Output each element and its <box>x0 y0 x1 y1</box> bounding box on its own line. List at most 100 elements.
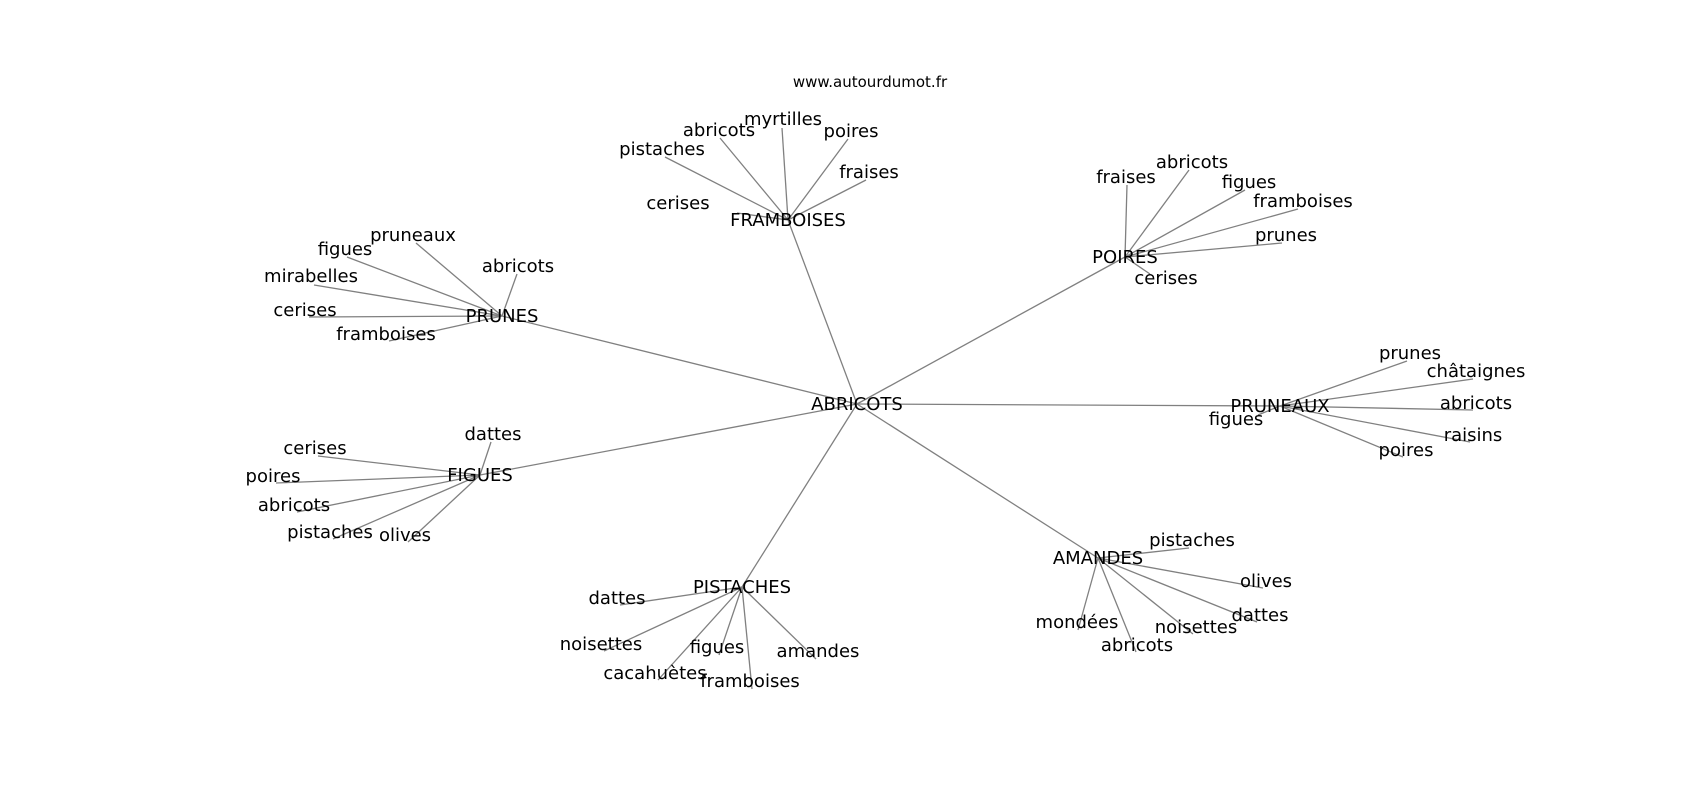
edge-prunes-abricots <box>501 273 518 317</box>
leaf-node-pistaches-dattes[interactable]: dattes <box>588 588 645 609</box>
edge-figues-dattes <box>479 441 492 476</box>
edge-pruneaux-abricots <box>1279 405 1474 411</box>
edge-figues-olives <box>407 474 481 543</box>
edge-figues-poires <box>275 474 481 484</box>
leaf-node-framboises-pistaches[interactable]: pistaches <box>619 139 705 160</box>
hub-node-pistaches[interactable]: PISTACHES <box>693 577 791 598</box>
leaf-node-pistaches-cacahuetes[interactable]: cacahuètes <box>603 663 706 684</box>
edge-prunes-figues <box>346 256 503 317</box>
leaf-node-framboises-abricots[interactable]: abricots <box>683 120 755 141</box>
leaf-node-framboises-myrtilles[interactable]: myrtilles <box>744 109 822 130</box>
edge-amandes-dattes <box>1097 557 1258 623</box>
leaf-node-amandes-mondees[interactable]: mondées <box>1036 612 1119 633</box>
leaf-node-prunes-pruneaux[interactable]: pruneaux <box>370 225 456 246</box>
edge-root-pruneaux <box>856 403 1281 407</box>
edge-pistaches-dattes <box>619 586 743 606</box>
leaf-node-framboises-cerises[interactable]: cerises <box>646 193 709 214</box>
leaf-node-poires-figues[interactable]: figues <box>1222 172 1277 193</box>
edge-amandes-pistaches <box>1097 547 1190 559</box>
edge-pruneaux-chataignes <box>1279 378 1474 407</box>
leaf-node-poires-abricots[interactable]: abricots <box>1156 152 1228 173</box>
edge-pistaches-framboises <box>741 586 753 690</box>
leaf-node-pruneaux-raisins[interactable]: raisins <box>1444 425 1503 446</box>
watermark: www.autourdumot.fr <box>793 73 948 91</box>
edge-figues-cerises <box>317 455 481 476</box>
edge-amandes-olives <box>1097 557 1264 589</box>
leaf-node-figues-cerises[interactable]: cerises <box>283 438 346 459</box>
leaf-node-poires-framboises[interactable]: framboises <box>1253 191 1353 212</box>
leaf-node-pistaches-amandes[interactable]: amandes <box>777 641 860 662</box>
edge-pruneaux-poires <box>1279 405 1404 458</box>
hub-node-prunes[interactable]: PRUNES <box>466 306 539 327</box>
leaf-node-amandes-olives[interactable]: olives <box>1240 571 1292 592</box>
edge-pruneaux-figues <box>1257 405 1281 416</box>
hub-node-framboises[interactable]: FRAMBOISES <box>730 210 846 231</box>
leaf-node-framboises-poires[interactable]: poires <box>824 121 879 142</box>
leaf-node-figues-pistaches[interactable]: pistaches <box>287 522 373 543</box>
leaf-node-figues-poires[interactable]: poires <box>246 466 301 487</box>
leaf-node-poires-cerises[interactable]: cerises <box>1134 268 1197 289</box>
leaf-node-prunes-abricots[interactable]: abricots <box>482 256 554 277</box>
labels-layer: ABRICOTSFRAMBOISEScerisespistachesabrico… <box>246 109 1526 692</box>
edge-framboises-abricots <box>719 137 789 221</box>
root-node-abricots[interactable]: ABRICOTS <box>811 394 903 415</box>
edge-amandes-abricots <box>1097 557 1137 653</box>
leaf-node-amandes-abricots[interactable]: abricots <box>1101 635 1173 656</box>
leaf-node-pruneaux-poires[interactable]: poires <box>1379 440 1434 461</box>
edge-pistaches-figues <box>718 586 743 656</box>
edge-poires-abricots <box>1124 169 1190 258</box>
leaf-node-pruneaux-chataignes[interactable]: châtaignes <box>1427 361 1526 382</box>
leaf-node-amandes-pistaches[interactable]: pistaches <box>1149 530 1235 551</box>
leaf-node-figues-dattes[interactable]: dattes <box>464 424 521 445</box>
edge-figues-abricots <box>296 474 481 513</box>
leaf-node-pistaches-noisettes[interactable]: noisettes <box>560 634 642 655</box>
leaf-node-amandes-noisettes[interactable]: noisettes <box>1155 617 1237 638</box>
leaf-node-poires-fraises[interactable]: fraises <box>1096 167 1156 188</box>
leaf-node-framboises-fraises[interactable]: fraises <box>839 162 899 183</box>
edge-amandes-noisettes <box>1097 557 1194 635</box>
edge-prunes-framboises <box>388 315 503 342</box>
leaf-node-pistaches-framboises[interactable]: framboises <box>700 671 800 692</box>
edge-amandes-mondees <box>1077 557 1099 631</box>
edge-root-amandes <box>856 403 1099 559</box>
edge-poires-prunes <box>1124 242 1283 258</box>
edge-poires-figues <box>1124 189 1246 258</box>
edge-pistaches-cacahuetes <box>657 586 743 681</box>
edge-poires-cerises <box>1124 256 1151 275</box>
edge-prunes-mirabelles <box>313 284 503 317</box>
leaf-node-figues-olives[interactable]: olives <box>379 525 431 546</box>
edge-pistaches-noisettes <box>603 586 743 652</box>
edge-framboises-fraises <box>787 179 867 221</box>
leaf-node-poires-prunes[interactable]: prunes <box>1255 225 1317 246</box>
leaf-node-prunes-mirabelles[interactable]: mirabelles <box>264 266 358 287</box>
edge-pistaches-amandes <box>741 586 817 660</box>
edge-pruneaux-prunes <box>1279 360 1408 407</box>
edge-framboises-pistaches <box>664 156 789 221</box>
leaf-node-pistaches-figues[interactable]: figues <box>690 637 745 658</box>
edge-poires-framboises <box>1124 208 1299 258</box>
leaf-node-pruneaux-figues[interactable]: figues <box>1209 409 1264 430</box>
leaf-node-prunes-cerises[interactable]: cerises <box>273 300 336 321</box>
leaf-node-amandes-dattes[interactable]: dattes <box>1231 605 1288 626</box>
edge-root-poires <box>856 256 1126 405</box>
edge-framboises-cerises <box>736 212 789 221</box>
edge-poires-fraises <box>1124 184 1128 258</box>
leaf-node-pruneaux-abricots[interactable]: abricots <box>1440 393 1512 414</box>
edge-root-figues <box>479 403 858 476</box>
leaf-node-figues-abricots[interactable]: abricots <box>258 495 330 516</box>
leaf-node-prunes-framboises[interactable]: framboises <box>336 324 436 345</box>
edges-layer <box>275 127 1474 690</box>
hub-node-figues[interactable]: FIGUES <box>447 465 513 486</box>
hub-node-poires[interactable]: POIRES <box>1092 247 1158 268</box>
leaf-node-prunes-figues[interactable]: figues <box>318 239 373 260</box>
leaf-node-pruneaux-prunes[interactable]: prunes <box>1379 343 1441 364</box>
edge-framboises-poires <box>787 138 849 221</box>
edge-prunes-pruneaux <box>415 242 503 317</box>
edge-prunes-cerises <box>308 315 503 318</box>
edge-root-pistaches <box>741 403 858 588</box>
edge-figues-pistaches <box>332 474 481 540</box>
edge-pruneaux-raisins <box>1279 405 1471 443</box>
hub-node-pruneaux[interactable]: PRUNEAUX <box>1230 396 1329 417</box>
hub-node-amandes[interactable]: AMANDES <box>1053 548 1143 569</box>
